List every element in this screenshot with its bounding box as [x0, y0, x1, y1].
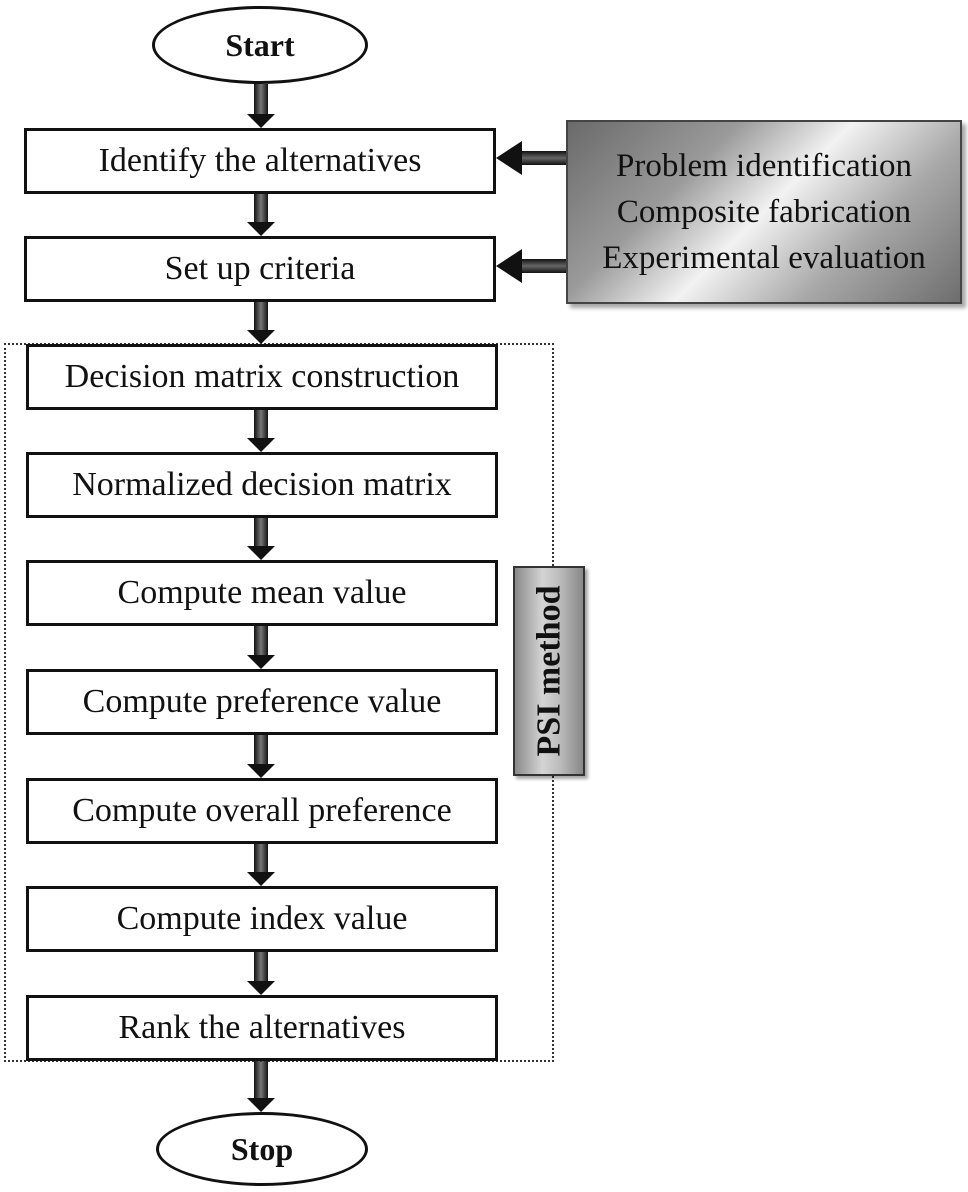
- input-problem-identification: Problem identification: [615, 148, 913, 184]
- flow-arrow-9: [247, 952, 275, 995]
- flow-arrow-10: [247, 1061, 275, 1112]
- input-experimental-evaluation: Experimental evaluation: [602, 240, 926, 276]
- flow-arrow-5: [247, 518, 275, 560]
- stop-terminal: Stop: [156, 1112, 368, 1186]
- inputs-box: Problem identification Composite fabrica…: [566, 120, 962, 304]
- step-rank-alternatives: Rank the alternatives: [26, 995, 498, 1061]
- step-compute-overall-preference: Compute overall preference: [26, 778, 498, 844]
- flow-arrow-6: [247, 626, 275, 669]
- flow-arrow-4: [247, 410, 275, 452]
- step-compute-mean: Compute mean value: [26, 560, 498, 626]
- flow-arrow-1: [247, 84, 275, 128]
- psi-method-label: PSI method: [513, 566, 585, 776]
- start-terminal: Start: [152, 6, 368, 84]
- input-arrow-criteria: [496, 249, 568, 283]
- input-composite-fabrication: Composite fabrication: [616, 194, 912, 230]
- input-arrow-alternatives: [496, 141, 568, 175]
- step-compute-index: Compute index value: [26, 886, 498, 952]
- step-normalized-matrix: Normalized decision matrix: [26, 452, 498, 518]
- flow-arrow-3: [247, 302, 275, 344]
- flow-arrow-7: [247, 735, 275, 778]
- flow-arrow-8: [247, 844, 275, 886]
- step-decision-matrix: Decision matrix construction: [26, 344, 498, 410]
- flow-arrow-2: [247, 194, 275, 236]
- step-compute-preference: Compute preference value: [26, 669, 498, 735]
- step-set-up-criteria: Set up criteria: [24, 236, 496, 302]
- step-identify-alternatives: Identify the alternatives: [24, 128, 496, 194]
- stop-label: Stop: [230, 1130, 294, 1167]
- start-label: Start: [225, 26, 295, 63]
